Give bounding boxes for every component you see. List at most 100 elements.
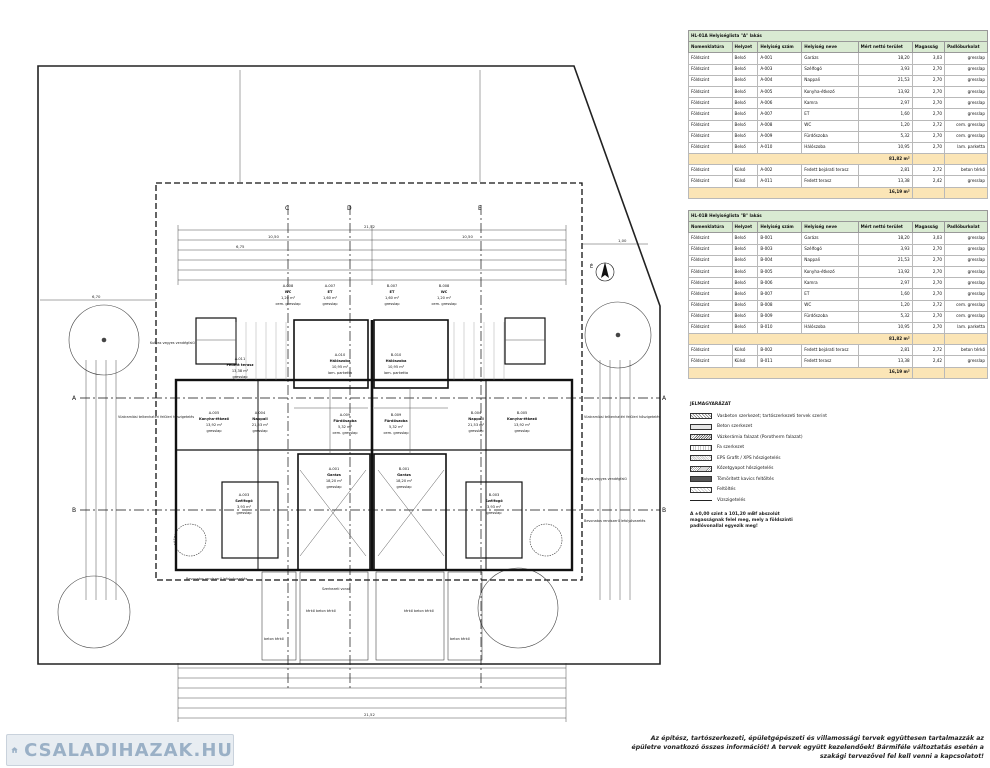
table-b-cell: Földszint	[688, 344, 733, 357]
table-a-cell: A-007	[757, 108, 803, 121]
table-b-cell: ET	[801, 288, 859, 301]
svg-text:13,38 m²: 13,38 m²	[232, 369, 249, 373]
table-b-cell: gresslap	[944, 232, 988, 245]
table-b-cell: 2,42	[911, 355, 946, 368]
svg-text:gresslap: gresslap	[486, 511, 502, 515]
table-a-cell: 2,70	[911, 97, 946, 110]
note-right-insulation: Vízáramlási telkenhatéri felüleri hőszig…	[584, 415, 660, 419]
table-b-cell: 2,70	[911, 265, 946, 279]
svg-text:1,20 m²: 1,20 m²	[437, 296, 452, 300]
svg-text:WC: WC	[285, 290, 292, 294]
table-a-cell: Garázs	[801, 52, 859, 65]
table-a-cell: 5,32	[857, 130, 913, 143]
table-b-cell: Földszint	[688, 288, 733, 301]
grid-label-b-left: B	[72, 507, 76, 514]
table-b-cell: B-001	[757, 232, 803, 245]
svg-text:gresslap: gresslap	[322, 302, 338, 306]
table-b-sum-outer: 16,19 m²	[688, 366, 913, 379]
tree-sm-right	[529, 523, 563, 557]
building-envelope	[155, 182, 583, 581]
table-b-cell: gresslap	[944, 355, 988, 368]
dimension-lines-top	[177, 225, 567, 285]
table-a-header: Nomenklatúra	[688, 41, 733, 54]
svg-text:gresslap: gresslap	[252, 429, 268, 433]
dim-right-far: 1,00	[618, 238, 627, 243]
svg-text:13,92 m²: 13,92 m²	[514, 423, 531, 427]
svg-text:B-004: B-004	[471, 411, 482, 415]
table-sum-row: 16,19 m²	[688, 186, 988, 199]
legend-label: Beton szerkezet	[717, 424, 753, 430]
svg-text:1,60 m²: 1,60 m²	[323, 296, 338, 300]
table-b-cell: 3,03	[911, 232, 946, 245]
svg-text:ET: ET	[390, 290, 395, 294]
table-b-cell: Belső	[731, 310, 759, 323]
table-b-cell: Belső	[731, 265, 759, 279]
table-a-cell: Belső	[731, 85, 759, 99]
note-right-misc: Kutyas vegyes vendégfalű	[582, 477, 627, 481]
table-a-cell: gresslap	[944, 74, 988, 87]
plan-annotations: Vízáramlási telkenhatéri felüleri hőszig…	[118, 341, 660, 641]
tree-sm-right2	[615, 332, 621, 338]
table-a-cell: 10,95	[857, 141, 913, 155]
svg-text:A-008: A-008	[283, 284, 294, 288]
legend-label: Tömörített kavics feltöltés	[717, 476, 774, 482]
table-b-cell: WC	[801, 299, 859, 312]
grid-label-a-left: A	[72, 395, 77, 402]
table-b-cell: B-005	[757, 265, 803, 279]
table-a-cell: A-008	[757, 119, 803, 132]
table-b-cell: Belső	[731, 254, 759, 267]
grid-label-b-right: B	[662, 507, 666, 514]
legend-label: Fa szerkezet	[717, 445, 745, 451]
table-b-cell: Fürdőszoba	[801, 310, 859, 323]
svg-text:A-005: A-005	[209, 411, 220, 415]
svg-text:21,53 m²: 21,53 m²	[468, 423, 485, 427]
swatch-gravel	[690, 476, 712, 483]
note-structural-line: Szerkezeti vonal	[322, 587, 350, 591]
svg-text:Szélfogó: Szélfogó	[235, 499, 253, 503]
svg-text:Konyha-étkező: Konyha-étkező	[507, 417, 538, 421]
svg-text:gresslap: gresslap	[236, 511, 252, 515]
table-a-cell: A-001	[757, 52, 803, 65]
table-a-title: HL-01A Helyiséglista "A" lakás	[688, 29, 988, 43]
swatch-wood	[690, 444, 712, 451]
table-a-cell: Földszint	[688, 119, 733, 132]
svg-text:B-005: B-005	[517, 411, 528, 415]
terrace-grids	[235, 322, 505, 380]
table-b-cell: 18,20	[857, 232, 913, 245]
table-a-cell: 2,72	[911, 119, 946, 132]
table-a-cell: Belső	[731, 119, 759, 132]
table-b-cell: Földszint	[688, 310, 733, 323]
table-sum-row: 81,82 m²	[688, 333, 988, 346]
table-a-cell: WC	[801, 119, 859, 132]
table-a-cell: A-006	[757, 97, 803, 110]
table-a-cell: A-003	[757, 63, 803, 76]
swatch-fill	[690, 486, 712, 493]
table-b-header: Mért nettó terület	[857, 221, 913, 234]
table-b-header: Padlóburkolat	[944, 221, 988, 234]
table-a-cell: Földszint	[688, 97, 733, 110]
legend-item: Feltöltés	[690, 485, 990, 496]
svg-text:Konyha-étkező: Konyha-étkező	[199, 417, 230, 421]
table-a-cell: Kamra	[801, 97, 859, 110]
svg-text:21,53 m²: 21,53 m²	[252, 423, 269, 427]
table-b-cell: 2,70	[911, 277, 946, 290]
table-a-cell: Földszint	[688, 164, 733, 177]
svg-text:gresslap: gresslap	[514, 429, 530, 433]
table-b-cell: gresslap	[944, 265, 988, 279]
svg-text:Garázs: Garázs	[397, 473, 411, 477]
table-a-cell: 2,70	[911, 108, 946, 121]
svg-text:10,95 m²: 10,95 m²	[332, 365, 349, 369]
table-a-cell: lam. parketta	[944, 141, 988, 155]
